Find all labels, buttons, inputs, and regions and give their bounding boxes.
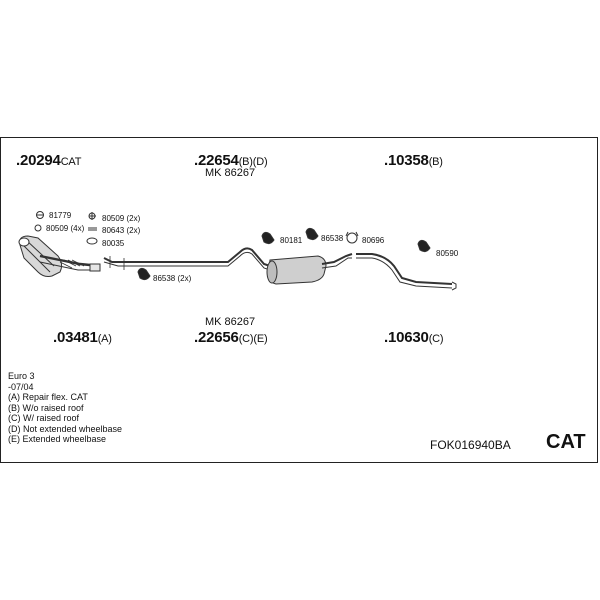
notes-block: Euro 3 -07/04 (A) Repair flex. CAT (B) W… — [8, 371, 122, 445]
part-number: .20294 — [16, 152, 61, 169]
part-label-22656: .22656(C)(E) — [194, 329, 268, 346]
note-line: (A) Repair flex. CAT — [8, 392, 88, 402]
note-line: -07/04 — [8, 381, 34, 392]
mk-label-top: MK 86267 — [205, 167, 256, 179]
hw-label-80590: 80590 — [436, 249, 459, 258]
muffler-icon — [266, 253, 353, 285]
clamp-icon — [345, 231, 359, 244]
part-number: .03481 — [53, 329, 98, 346]
diagram-frame — [0, 137, 598, 463]
rubber-hanger-icon — [261, 231, 275, 245]
part-suffix: (C) — [428, 333, 444, 345]
note-line: (C) W/ raised roof — [8, 413, 80, 423]
part-label-10630: .10630(C) — [384, 329, 444, 346]
part-suffix: (B) — [428, 156, 443, 168]
part-number: .22654 — [194, 152, 239, 169]
part-suffix: (A) — [97, 333, 112, 345]
exhaust-pipe-icon — [103, 247, 277, 273]
note-line: (B) W/o raised roof — [8, 402, 84, 413]
part-number: .10358 — [384, 152, 429, 169]
kit-code: FOK016940BA — [430, 438, 511, 452]
rubber-hanger-icon — [417, 239, 431, 253]
mk-label-bottom: MK 86267 — [205, 316, 256, 328]
catalytic-converter-icon — [18, 235, 101, 277]
clamp-icon — [36, 211, 44, 219]
hw-label-80035: 80035 — [102, 239, 125, 248]
bolt-icon — [86, 212, 98, 245]
gasket-icon — [34, 224, 42, 232]
part-number: .10630 — [384, 329, 429, 346]
part-suffix: (B)(D) — [238, 156, 268, 168]
hw-label-81779: 81779 — [49, 211, 72, 220]
hw-label-80509-4x: 80509 (4x) — [46, 224, 85, 233]
part-suffix: CAT — [60, 156, 82, 168]
part-label-03481: .03481(A) — [53, 329, 112, 346]
hw-label-86538: 86538 — [321, 234, 344, 243]
category-label: CAT — [546, 431, 586, 453]
part-label-10358: .10358(B) — [384, 152, 443, 169]
note-line: (D) Not extended wheelbase — [8, 423, 123, 434]
hw-label-80643-2x: 80643 (2x) — [102, 226, 141, 235]
rubber-hanger-icon — [305, 227, 319, 241]
note-line: Euro 3 — [8, 371, 35, 381]
hw-label-86538-2x: 86538 (2x) — [153, 274, 192, 283]
part-label-22654: .22654(B)(D) — [194, 152, 268, 169]
part-suffix: (C)(E) — [238, 333, 268, 345]
hw-label-80509-2x: 80509 (2x) — [102, 214, 141, 223]
rubber-hanger-icon — [137, 267, 151, 281]
hw-label-80696: 80696 — [362, 236, 385, 245]
tail-pipe-icon — [356, 253, 457, 291]
note-line: (E) Extended wheelbase — [8, 434, 107, 444]
hw-label-80181: 80181 — [280, 236, 303, 245]
part-label-20294: .20294CAT — [16, 152, 81, 169]
part-number: .22656 — [194, 329, 239, 346]
